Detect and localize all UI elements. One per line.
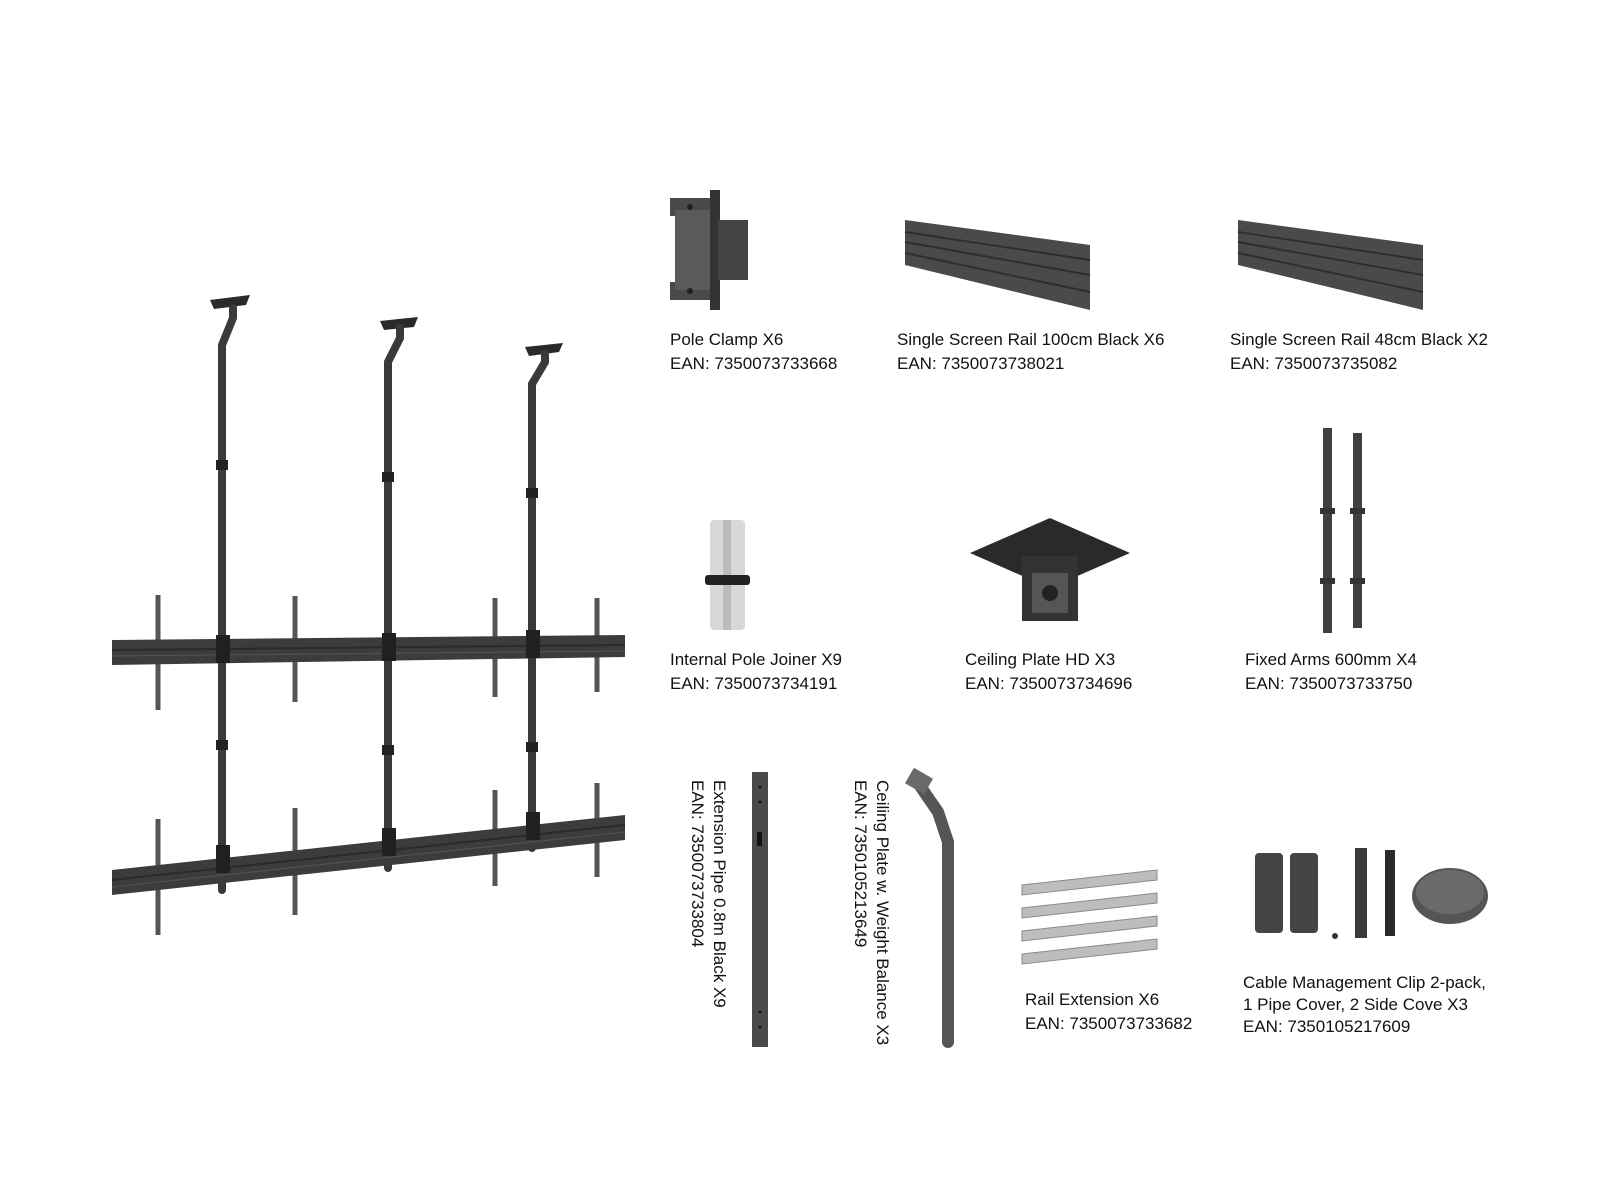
part-ean: EAN: 7350073733668	[670, 354, 838, 373]
part-label-rail-extension: Rail Extension X6 EAN: 7350073733682	[1025, 988, 1192, 1036]
part-ean: EAN: 7350073738021	[897, 354, 1065, 373]
part-name: Single Screen Rail 100cm Black X6	[897, 330, 1165, 349]
part-ean: EAN: 7350105217609	[1243, 1017, 1411, 1036]
part-ean: EAN: 7350073733750	[1245, 674, 1413, 693]
rail-100cm-image	[904, 220, 1091, 310]
ceiling-plate-hd-image	[970, 518, 1130, 621]
part-name: Ceiling Plate w. Weight Balance X3	[873, 780, 892, 1046]
part-label-cable-management: Cable Management Clip 2-pack, 1 Pipe Cov…	[1243, 972, 1486, 1038]
ceiling-plate-weight-balance-image	[904, 767, 954, 1048]
part-name: Single Screen Rail 48cm Black X2	[1230, 330, 1488, 349]
part-label-internal-pole-joiner: Internal Pole Joiner X9 EAN: 73500737341…	[670, 648, 842, 696]
part-ean: EAN: 7350073734696	[965, 674, 1133, 693]
internal-pole-joiner-image	[705, 520, 750, 630]
part-label-rail-48cm: Single Screen Rail 48cm Black X2 EAN: 73…	[1230, 328, 1488, 376]
part-name: Rail Extension X6	[1025, 990, 1160, 1009]
part-label-extension-pipe: Extension Pipe 0.8m Black X9 EAN: 735007…	[686, 780, 730, 1008]
part-ean: EAN: 7350073733804	[688, 780, 707, 948]
cable-management-image	[1255, 848, 1488, 939]
part-ean: EAN: 7350073733682	[1025, 1014, 1193, 1033]
part-name-line-2: 1 Pipe Cover, 2 Side Cove X3	[1243, 995, 1468, 1014]
part-label-rail-100cm: Single Screen Rail 100cm Black X6 EAN: 7…	[897, 328, 1164, 376]
part-name: Pole Clamp X6	[670, 330, 784, 349]
part-ean: EAN: 7350105213649	[851, 780, 870, 948]
part-label-ceiling-plate-hd: Ceiling Plate HD X3 EAN: 7350073734696	[965, 648, 1132, 696]
pole-clamp-image	[670, 190, 748, 310]
part-ean: EAN: 7350073735082	[1230, 354, 1398, 373]
fixed-arms-image	[1320, 428, 1365, 633]
assembled-mount-illustration	[111, 295, 626, 935]
part-name: Internal Pole Joiner X9	[670, 650, 842, 669]
part-name: Ceiling Plate HD X3	[965, 650, 1116, 669]
part-label-ceiling-plate-weight-balance: Ceiling Plate w. Weight Balance X3 EAN: …	[849, 780, 893, 1045]
part-label-fixed-arms: Fixed Arms 600mm X4 EAN: 7350073733750	[1245, 648, 1417, 696]
rail-extension-image	[1021, 869, 1158, 965]
part-label-pole-clamp: Pole Clamp X6 EAN: 7350073733668	[670, 328, 837, 376]
rail-48cm-image	[1237, 220, 1424, 310]
extension-pipe-image	[752, 772, 768, 1047]
part-name: Fixed Arms 600mm X4	[1245, 650, 1417, 669]
part-name: Extension Pipe 0.8m Black X9	[710, 780, 729, 1008]
part-name: Cable Management Clip 2-pack,	[1243, 973, 1486, 992]
part-ean: EAN: 7350073734191	[670, 674, 838, 693]
